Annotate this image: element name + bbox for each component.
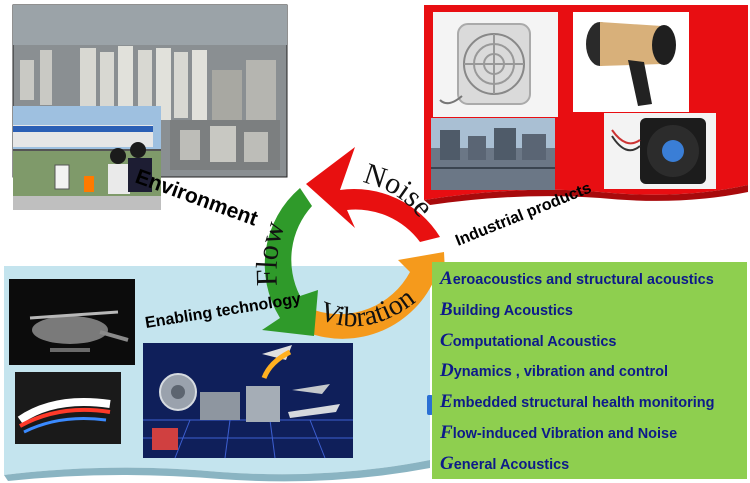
topic-initial: E [440, 391, 453, 413]
topic-text: low-induced Vibration and Noise [452, 425, 678, 442]
heater-photo [433, 12, 558, 117]
blue-marker [427, 395, 433, 415]
noise-arrow [306, 147, 440, 242]
simulation-photo [15, 372, 121, 444]
topic-text: eneral Acoustics [453, 456, 570, 473]
topic-item-g: General Acoustics [432, 449, 747, 480]
topic-text: mbedded structural health monitoring [452, 395, 715, 412]
acoustics-topics-box: Aeroacoustics and structural acoustics B… [432, 262, 747, 479]
topic-initial: A [440, 268, 453, 289]
topic-text: ynamics , vibration and control [453, 364, 669, 381]
city-skyline [20, 46, 280, 170]
topic-initial: C [440, 329, 453, 351]
aerospace-photo [143, 343, 353, 459]
topic-initial: F [440, 421, 453, 443]
topic-item-c: Computational Acoustics [432, 326, 747, 357]
topic-text: eroacoustics and structural acoustics [452, 272, 714, 288]
industrial-plant-photo [431, 118, 555, 190]
enabling-technology-panel [4, 266, 430, 482]
topic-item-d: Dynamics , vibration and control [432, 356, 747, 387]
topic-initial: B [440, 298, 453, 320]
helicopter-photo [9, 279, 135, 365]
topic-item-f: Flow-induced Vibration and Noise [432, 418, 747, 449]
topic-item-a: Aeroacoustics and structural acoustics [432, 264, 747, 295]
cooling-fan-photo [604, 113, 716, 189]
vibration-arrow [306, 252, 446, 339]
topic-initial: G [440, 452, 454, 474]
environment-panel [12, 4, 288, 210]
hair-dryer-photo [573, 12, 689, 112]
industrial-products-panel [424, 5, 748, 205]
flow-arrow [262, 188, 318, 336]
topic-item-b: Building Acoustics [432, 295, 747, 326]
topic-text: omputational Acoustics [452, 333, 617, 350]
topic-initial: D [440, 360, 454, 382]
topic-item-e: Embedded structural health monitoring [432, 387, 747, 418]
topic-text: uilding Acoustics [452, 302, 573, 319]
engineers-train-photo [13, 106, 161, 210]
